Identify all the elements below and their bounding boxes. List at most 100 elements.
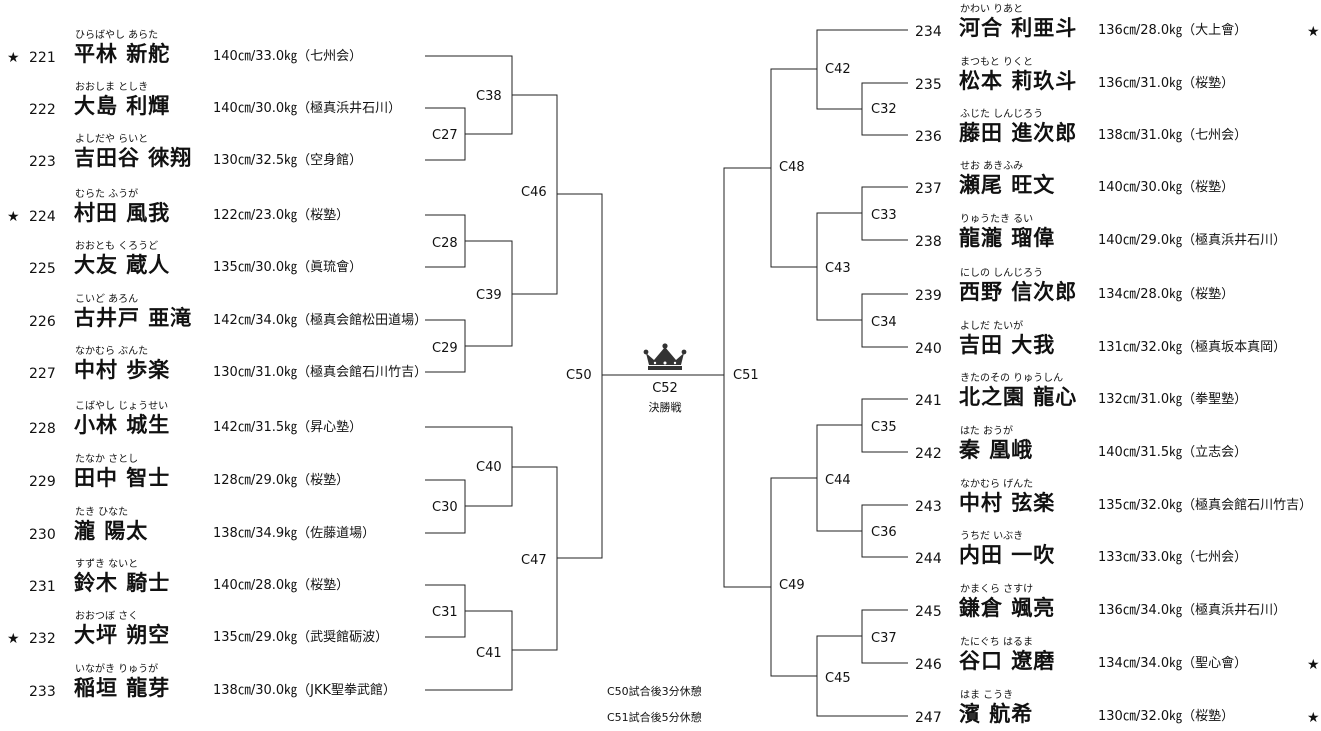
match-label-c51: C51 [733, 368, 759, 383]
seed-star-icon: ★ [7, 631, 20, 647]
break-note-c51: C51試合後5分休憩 [607, 711, 702, 724]
match-label-c33: C33 [871, 208, 897, 223]
competitor-info: 128㎝/29.0㎏（桜塾） [213, 473, 350, 488]
seed-star-icon: ★ [7, 50, 20, 66]
match-label-c49: C49 [779, 578, 805, 593]
competitor-number: 238 [915, 234, 942, 250]
competitor-reading: よしだや らいと [75, 134, 149, 145]
match-label-c35: C35 [871, 420, 897, 435]
competitor-name: 田中 智士 [74, 466, 171, 490]
match-label-c28: C28 [432, 236, 458, 251]
competitor-reading: はた おうが [960, 426, 1013, 437]
competitor-info: 132㎝/31.0㎏（拳聖塾） [1098, 392, 1248, 407]
competitor-info: 136㎝/31.0㎏（桜塾） [1098, 76, 1235, 91]
match-label-c36: C36 [871, 525, 897, 540]
competitor-reading: こいど あろん [75, 294, 139, 305]
match-label-c47: C47 [521, 553, 547, 568]
competitor-number: 225 [29, 261, 56, 277]
competitor-info: 140㎝/29.0㎏（極真浜井石川） [1098, 233, 1287, 248]
competitor-number: 243 [915, 499, 942, 515]
match-label-c42: C42 [825, 62, 851, 77]
match-label-c37: C37 [871, 631, 897, 646]
competitor-name: 瀧 陽太 [74, 519, 149, 543]
competitor-info: 138㎝/31.0㎏（七州会） [1098, 128, 1248, 143]
competitor-number: 221 [29, 50, 56, 66]
break-note-c50: C50試合後3分休憩 [607, 685, 702, 698]
competitor-name: 北之園 龍心 [959, 385, 1078, 409]
competitor-number: 247 [915, 710, 942, 726]
competitor-reading: すずき ないと [75, 559, 139, 570]
competitor-name: 鈴木 騎士 [74, 571, 171, 595]
match-label-c29: C29 [432, 341, 458, 356]
competitor-name: 藤田 進次郎 [959, 121, 1078, 145]
competitor-name: 大島 利輝 [74, 94, 171, 118]
competitor-info: 138㎝/34.9㎏（佐藤道場） [213, 526, 376, 541]
competitor-number: 231 [29, 579, 56, 595]
competitor-info: 136㎝/28.0㎏（大上會） [1098, 23, 1248, 38]
competitor-name: 中村 弦楽 [959, 491, 1056, 515]
match-label-c38: C38 [476, 89, 502, 104]
competitor-info: 130㎝/32.0㎏（桜塾） [1098, 709, 1235, 724]
competitor-info: 130㎝/31.0㎏（極真会館石川竹吉） [213, 365, 428, 380]
competitor-number: 244 [915, 551, 942, 567]
competitor-info: 140㎝/30.0㎏（桜塾） [1098, 180, 1235, 195]
competitor-number: 245 [915, 604, 942, 620]
competitor-reading: まつもと りくと [960, 57, 1033, 68]
competitor-reading: うちだ いぶき [960, 531, 1024, 542]
competitor-info: 135㎝/32.0㎏（極真会館石川竹吉） [1098, 498, 1313, 513]
competitor-name: 稲垣 龍芽 [74, 676, 171, 700]
competitor-name: 谷口 遼磨 [959, 649, 1056, 673]
competitor-number: 228 [29, 421, 56, 437]
seed-star-icon: ★ [1307, 710, 1320, 726]
competitor-reading: ふじた しんじろう [960, 109, 1044, 120]
competitor-reading: かわい りあと [960, 4, 1024, 15]
match-label-c46: C46 [521, 185, 547, 200]
competitor-reading: たき ひなた [75, 507, 129, 518]
competitor-name: 古井戸 亜滝 [74, 306, 193, 330]
competitor-info: 135㎝/30.0㎏（眞琉會） [213, 260, 363, 275]
competitor-name: 吉田 大我 [959, 333, 1056, 357]
competitor-info: 136㎝/34.0㎏（極真浜井石川） [1098, 603, 1287, 618]
competitor-reading: りゅうたき るい [960, 214, 1034, 225]
match-label-c50: C50 [566, 368, 592, 383]
final-match-label: 決勝戦 [648, 401, 682, 414]
competitor-info: 142㎝/34.0㎏（極真会館松田道場） [213, 313, 428, 328]
competitor-number: 237 [915, 181, 942, 197]
competitor-reading: なかむら ぶんた [75, 346, 149, 357]
competitor-number: 233 [29, 684, 56, 700]
match-label-c48: C48 [779, 160, 805, 175]
match-label-c44: C44 [825, 473, 851, 488]
competitor-reading: はま こうき [960, 690, 1014, 701]
competitor-name: 河合 利亜斗 [959, 16, 1078, 40]
competitor-info: 134㎝/34.0㎏（聖心會） [1098, 656, 1248, 671]
competitor-name: 西野 信次郎 [959, 280, 1078, 304]
competitor-238: 238 りゅうたき るい龍瀧 瑠偉 140㎝/29.0㎏（極真浜井石川） [908, 214, 1321, 254]
competitor-info: 130㎝/32.5㎏（空身館） [213, 153, 363, 168]
competitor-name: 内田 一吹 [959, 543, 1056, 567]
competitor-number: 235 [915, 77, 942, 93]
competitor-number: 242 [915, 446, 942, 462]
competitor-reading: おおしま としき [75, 82, 149, 93]
competitor-info: 140㎝/31.5㎏（立志会） [1098, 445, 1248, 460]
competitor-name: 龍瀧 瑠偉 [959, 226, 1056, 250]
competitor-reading: こばやし じょうせい [75, 401, 169, 412]
